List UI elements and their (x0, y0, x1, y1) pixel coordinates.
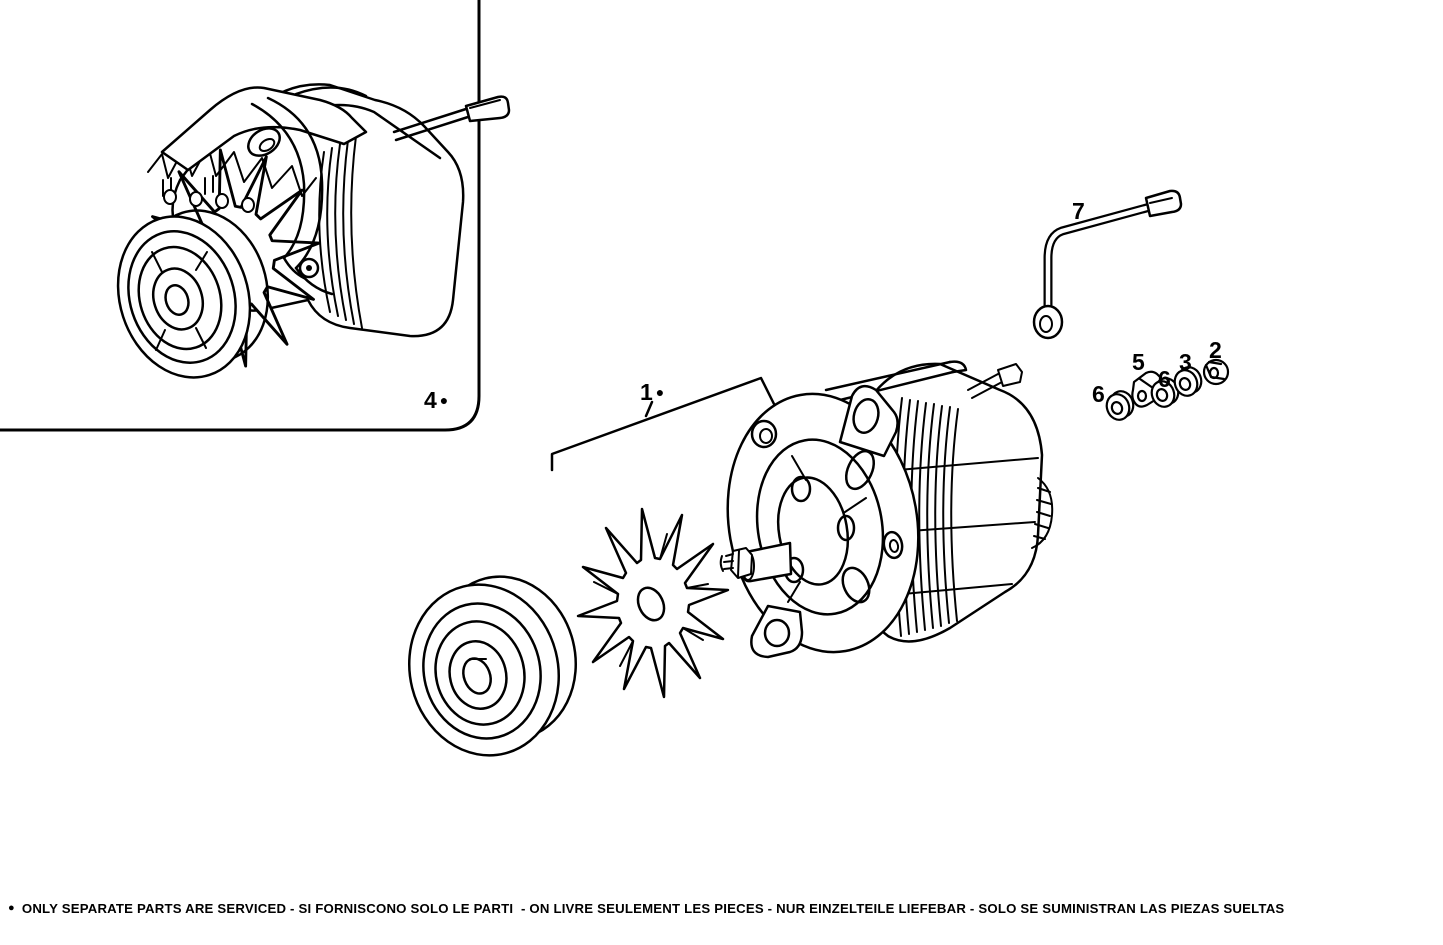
footnote-text: ONLY SEPARATE PARTS ARE SERVICED - SI FO… (21, 901, 1285, 916)
callout-leader-1 (550, 376, 776, 472)
output-terminal (967, 363, 1023, 399)
lead-wire-drawing (1032, 189, 1183, 340)
complete-alternator-drawing (116, 83, 511, 379)
callout-6-front: 6 (1092, 381, 1105, 407)
rotor-shaft (719, 541, 793, 583)
nut-drawing (1202, 358, 1230, 386)
callout-4: 4● (424, 387, 449, 413)
serviced-dot-icon: ● (655, 384, 665, 400)
ring-terminal (1032, 304, 1064, 340)
hardware-cluster (1105, 358, 1230, 421)
callout-3: 3 (1179, 349, 1192, 375)
callout-1: 1● (640, 379, 665, 405)
serviced-region-border (0, 0, 481, 432)
terminal-stud (392, 95, 511, 142)
pulley-assembled (116, 209, 270, 379)
exploded-alternator-drawing (407, 360, 1054, 757)
diode-fins (147, 145, 317, 197)
alternator-main-body (719, 360, 1054, 659)
bracket-hole (247, 127, 281, 157)
pulley-drawing (407, 575, 578, 757)
callout-6-mid: 6 (1158, 366, 1171, 392)
serviced-dot-icon: ● (439, 392, 449, 408)
washer-drawing (1173, 366, 1203, 397)
mounting-bracket (160, 86, 368, 172)
eyelet-hole (750, 419, 778, 449)
service-footnote: ● ONLY SEPARATE PARTS ARE SERVICED - SI F… (8, 901, 1438, 916)
fan-blade-drawing (576, 507, 730, 699)
bottom-ear (750, 604, 804, 659)
callout-2: 2 (1209, 337, 1222, 363)
callout-7: 7 (1072, 198, 1085, 224)
footnote-dot-icon: ● (8, 902, 15, 914)
top-ear (838, 384, 899, 458)
callout-5: 5 (1132, 349, 1145, 375)
